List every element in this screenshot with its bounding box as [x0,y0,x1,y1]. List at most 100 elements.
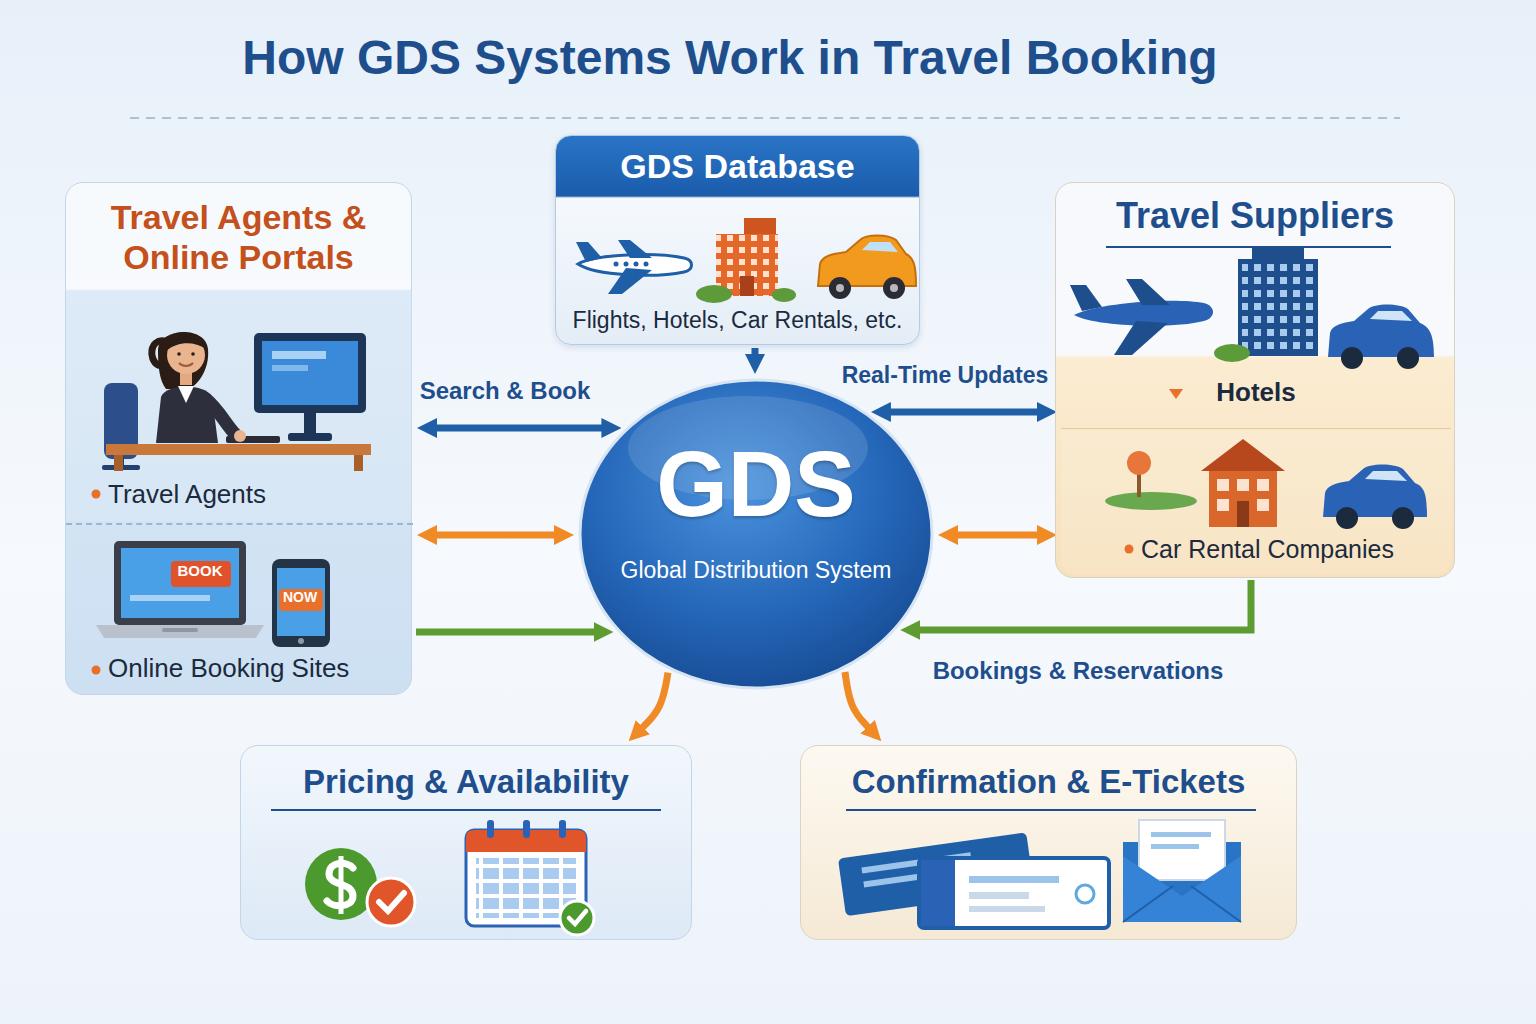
database-icons-part [614,262,619,267]
booking-devices-illustration-part [277,568,325,636]
pricing-icons-part [367,878,415,926]
booking-devices-illustration-part [162,628,198,632]
car-rental-icons-part [1392,507,1414,529]
database-icons-part [618,240,652,258]
database-icons-part [624,262,629,267]
screen-label-holder: NOW [283,588,317,606]
travel-agent-illustration-part [191,352,195,356]
database-icons-part [862,242,898,252]
car-rental-icons-part [1257,479,1269,491]
edge-label: Bookings & Reservations [933,658,1224,684]
car-rental-icons-part [1237,479,1249,491]
booking-devices-illustration-part [272,559,330,647]
supplier-icons-part [1214,344,1250,362]
car-rental-icons-part [1257,499,1269,511]
database-icons-part [608,268,652,294]
travel-agent-illustration-part [354,455,363,471]
booking-devices-illustration-part [279,589,323,611]
database-icons-part [818,236,916,287]
supplier-icons-part [1114,321,1168,355]
travel-agent-illustration-part [304,413,316,435]
pricing-icons-part [271,809,661,811]
car-rental-icons-part [1127,451,1151,475]
output-box: Confirmation & E-Tickets [800,745,1297,940]
screen-label-holder: BOOK [178,562,223,580]
supplier-icons-part [1238,259,1318,356]
supplier-icons-part [1126,279,1170,305]
gds-ellipse-shape [578,378,934,690]
pricing-icons-part [569,911,586,924]
supplier-icons-part [1341,347,1363,369]
supplier-icons-part [1242,263,1314,351]
edge-label-holder: Search & Book [420,378,591,404]
travel-agent-illustration-part [166,335,206,351]
title-rule [130,117,1400,119]
flow-arrow [416,629,595,636]
button-label: NOW [283,588,317,606]
actor-group-panel: Travel Agents & Online Portals Travel Ag… [65,182,412,695]
pricing-icons-part [487,820,494,838]
database-heading: GDS Database [556,146,919,186]
node-label: Online Booking Sites [66,653,413,683]
database-box: GDS DatabaseFlights, Hotels, Car Rentals… [555,135,920,345]
pricing-icons-part [379,893,404,911]
flow-arrow [919,580,1251,630]
node-label: Hotels [1061,377,1451,407]
flow-arrow [890,409,1038,416]
node-label: Car Rental Companies [1061,534,1451,564]
pricing-icons-part [560,901,594,935]
button-label: BOOK [178,562,223,580]
ticket-icons-part [969,892,1029,899]
flow-arrow [957,532,1038,539]
ticket-icons-part [1151,832,1211,837]
supplier-category-box: Hotels [1061,359,1451,429]
ticket-icons-part [969,876,1059,883]
travel-agent-illustration-part [92,490,101,499]
database-icons-part [829,277,851,299]
car-rental-icons-part [1336,507,1358,529]
booking-devices-illustration-part [114,541,246,625]
ticket-icons-part [1151,844,1199,849]
travel-agent-illustration-part [177,352,181,356]
supplier-icons-part [1328,305,1434,358]
panel-heading: Travel Agents & Online Portals [66,197,411,277]
supplier-icons-part [1106,246,1391,248]
edge-label: Real-Time Updates [842,362,1049,388]
ticket-icons-part [846,809,1256,811]
car-rental-icons-part [1237,501,1249,527]
database-icons-part [634,262,639,267]
ticket-icons-part [921,860,955,926]
ticket-icons-part [1123,856,1241,922]
ticket-icons-part [1139,820,1225,880]
car-rental-icons-part [1209,471,1277,527]
travel-agent-illustration-part [254,333,366,413]
car-rental-icons-part [1125,545,1134,554]
car-rental-icons-part [1217,499,1229,511]
database-icons-part [576,242,602,262]
travel-agent-illustration-part [178,386,194,403]
supplier-icons-part [1169,389,1183,399]
ticket-icons-part [1076,885,1094,903]
booking-devices-illustration-part [92,666,101,675]
booking-site-box: Online Booking Sites [66,523,413,696]
booking-devices-illustration-part [298,638,304,644]
booking-devices-illustration-part [96,625,264,638]
database-icons-part [890,284,898,292]
travel-agent-illustration-part [106,444,371,455]
travel-agent-illustration-part [262,341,358,405]
booking-devices-illustration-part [130,595,210,601]
travel-agent-illustration-part [114,455,123,471]
pricing-icons-part [523,820,530,838]
pricing-icons-part [559,820,566,838]
ticket-icons-part [1123,886,1241,922]
edge-label-holder: Real-Time Updates [842,362,1049,388]
car-rental-icons-part [1105,492,1197,510]
edge-label-holder: Bookings & Reservations [933,658,1224,684]
travel-agent-illustration-part [206,399,236,435]
output-heading: Confirmation & E-Tickets [801,762,1296,802]
supplier-icons-part [1397,347,1419,369]
database-icons-part [740,276,754,296]
database-icons-part [716,234,778,296]
supplier-category-box: Car Rental Companies [1061,431,1451,574]
database-icons-part [644,262,649,267]
